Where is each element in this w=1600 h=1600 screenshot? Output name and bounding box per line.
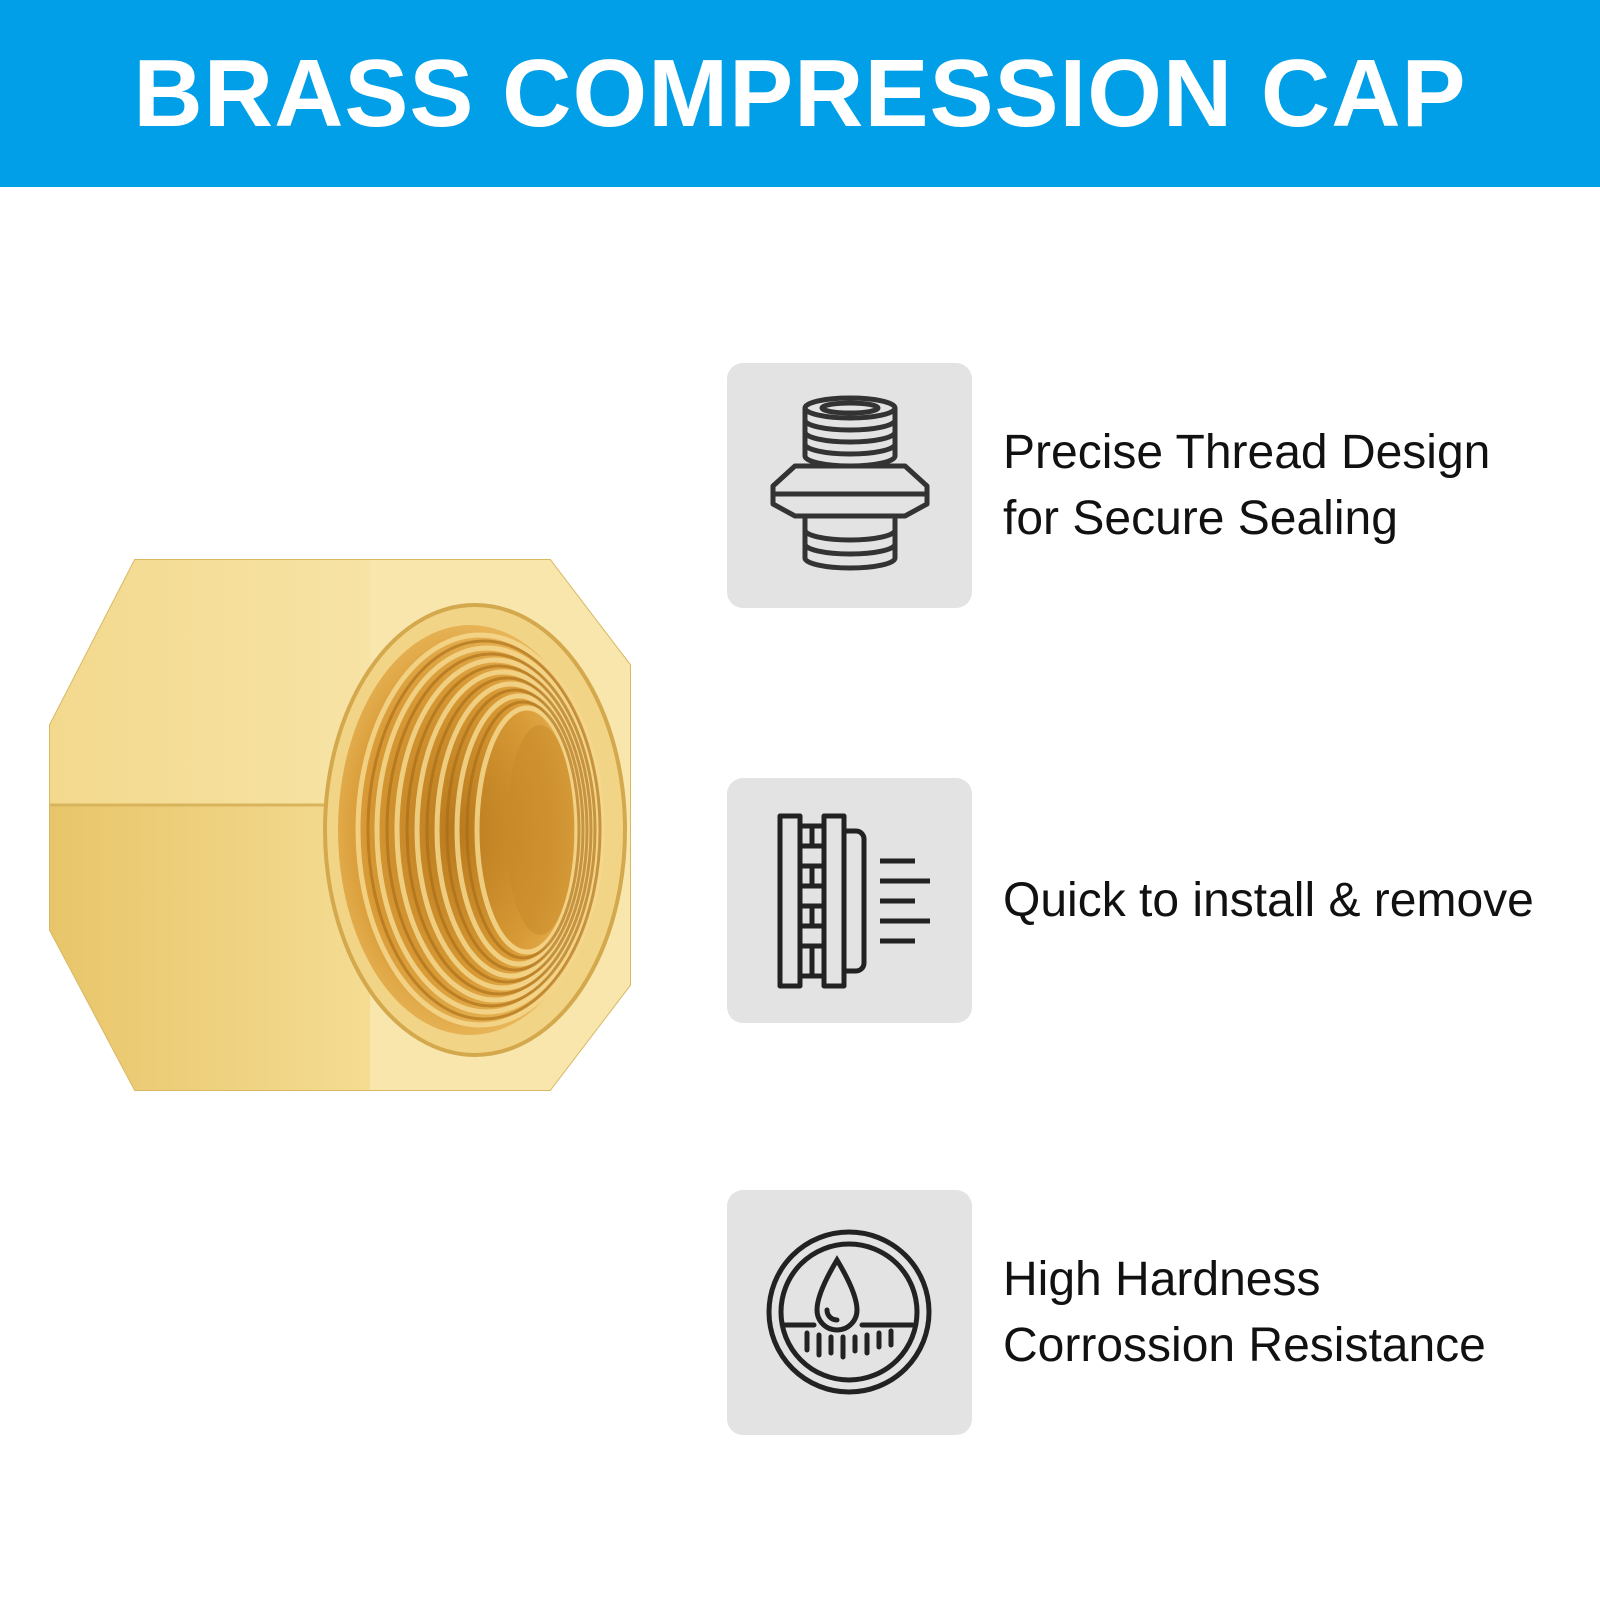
feature-line-2: for Secure Sealing [1003, 491, 1398, 545]
feature-text: Quick to install & remove [1003, 778, 1534, 1023]
brass-cap-image [49, 559, 631, 1091]
feature-text: Precise Thread Design for Secure Sealing [1003, 363, 1490, 608]
feature-line-1: Precise Thread Design [1003, 425, 1491, 479]
threaded-fitting-icon [770, 395, 929, 570]
page-title: BRASS COMPRESSION CAP [133, 39, 1467, 147]
icon-box [727, 778, 972, 1023]
quick-install-icon [777, 813, 930, 988]
feature-quick-install: Quick to install & remove [727, 778, 1587, 1023]
corrosion-resistance-icon [766, 1229, 932, 1395]
title-banner: BRASS COMPRESSION CAP [0, 0, 1600, 187]
feature-text: High Hardness Corrossion Resistance [1003, 1190, 1486, 1435]
feature-line-1: Quick to install & remove [1003, 873, 1534, 927]
feature-hardness: High Hardness Corrossion Resistance [727, 1190, 1587, 1435]
feature-line-2: Corrossion Resistance [1003, 1318, 1486, 1372]
icon-box [727, 363, 972, 608]
icon-box [727, 1190, 972, 1435]
feature-thread-design: Precise Thread Design for Secure Sealing [727, 363, 1587, 608]
feature-line-1: High Hardness [1003, 1252, 1321, 1306]
